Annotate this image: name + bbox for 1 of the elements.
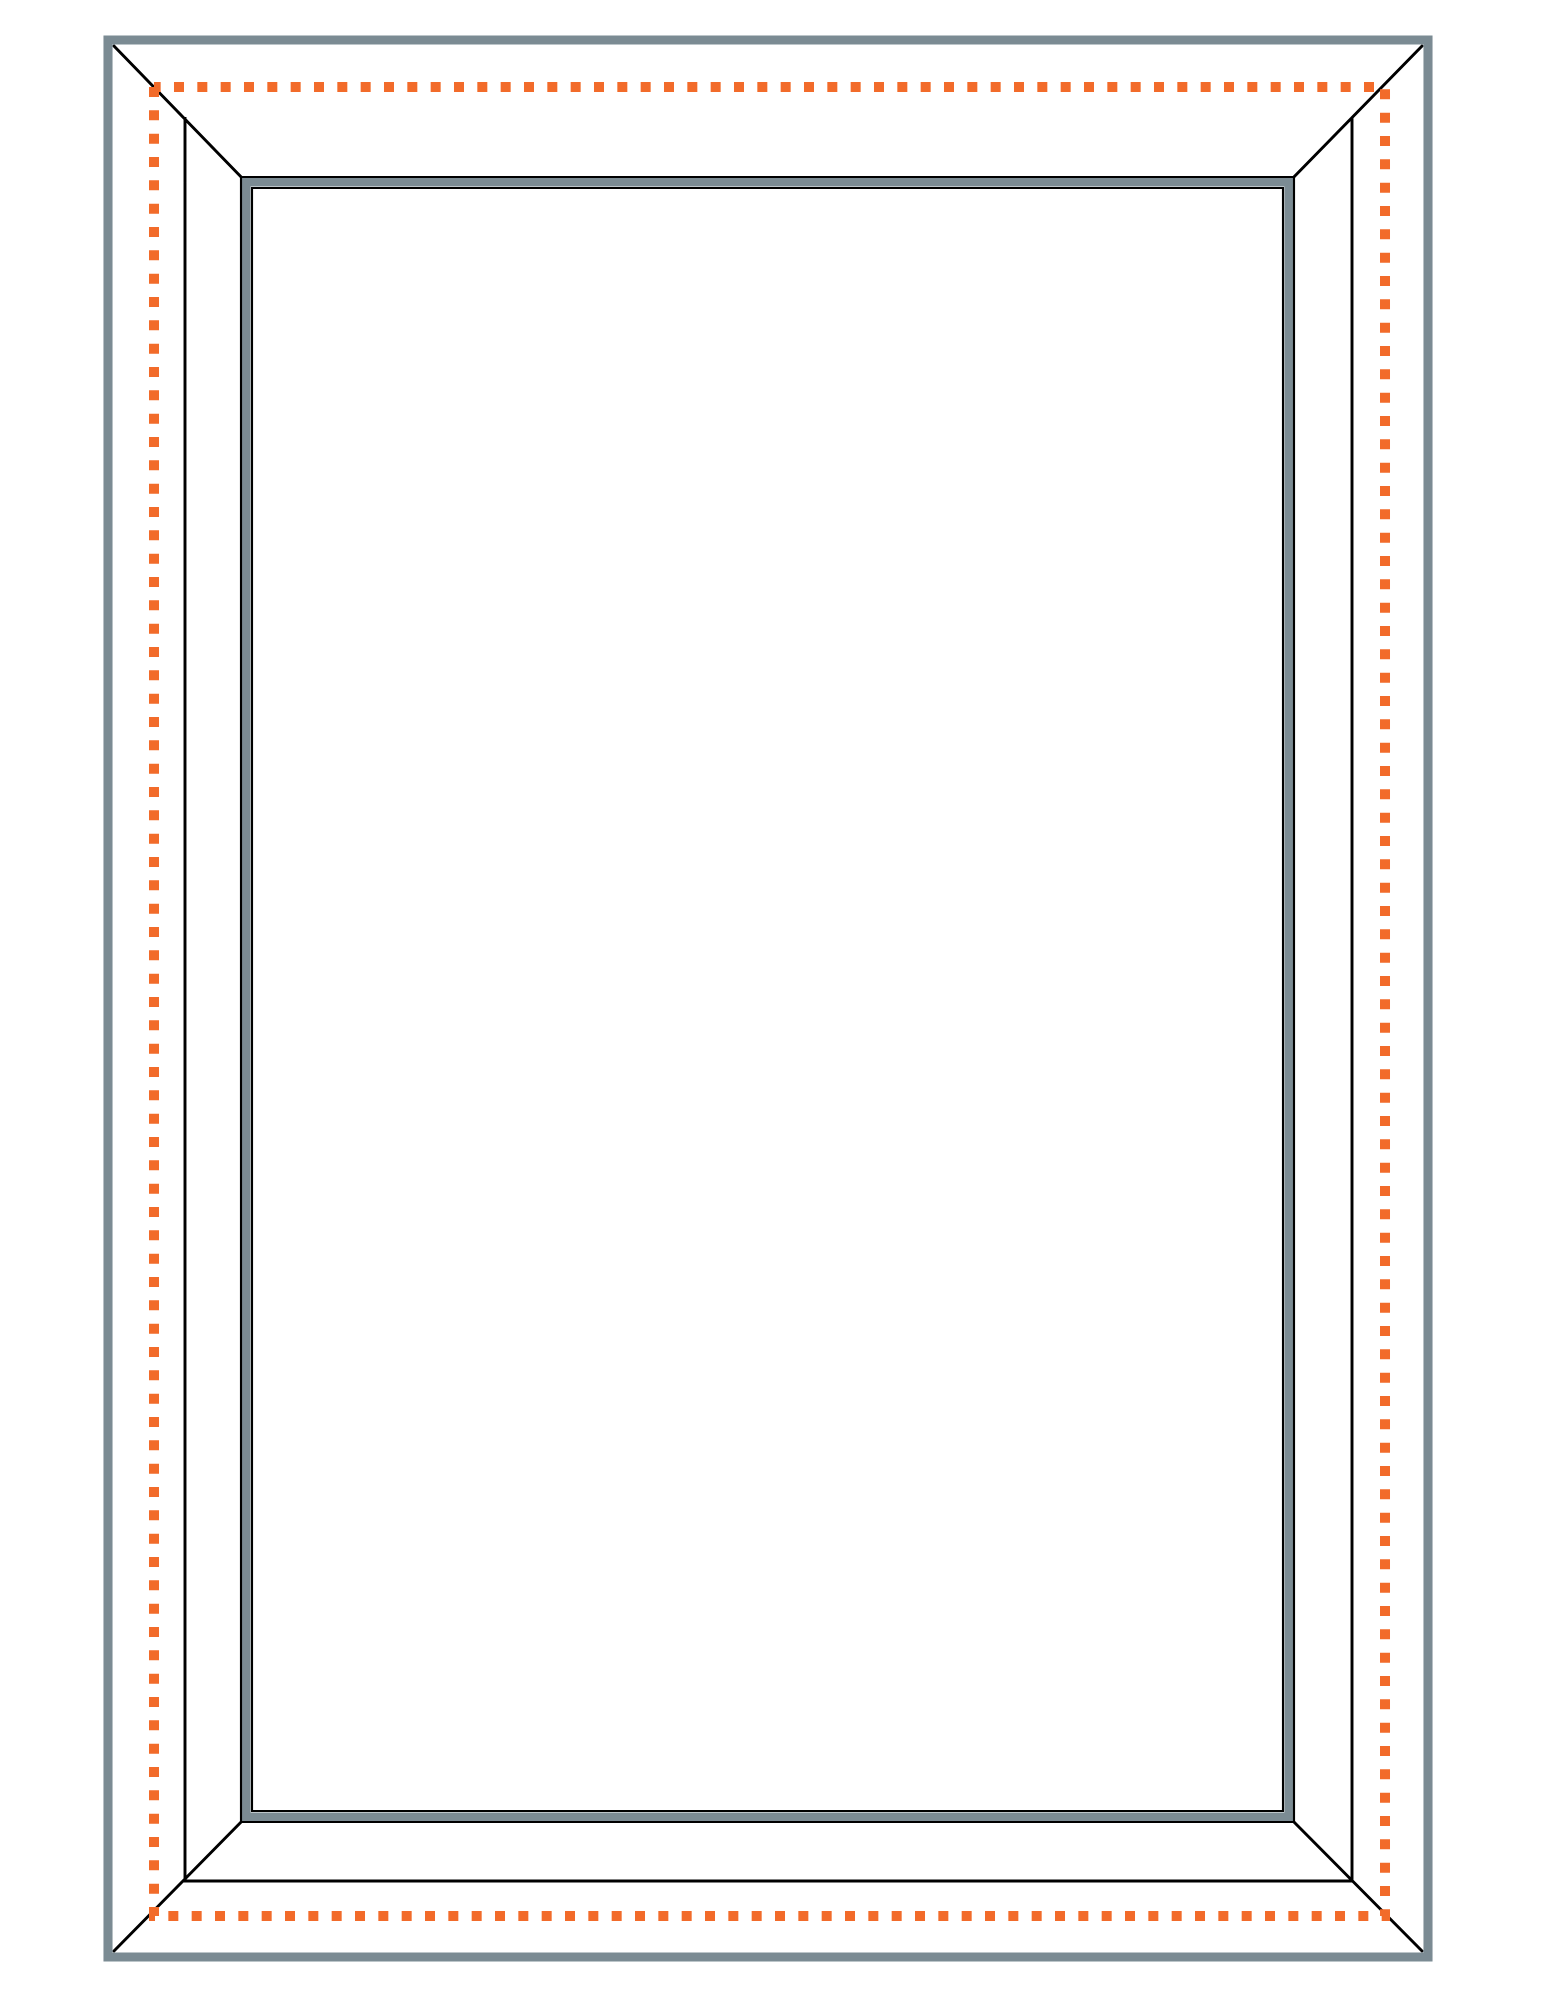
panel xyxy=(239,175,1296,1824)
